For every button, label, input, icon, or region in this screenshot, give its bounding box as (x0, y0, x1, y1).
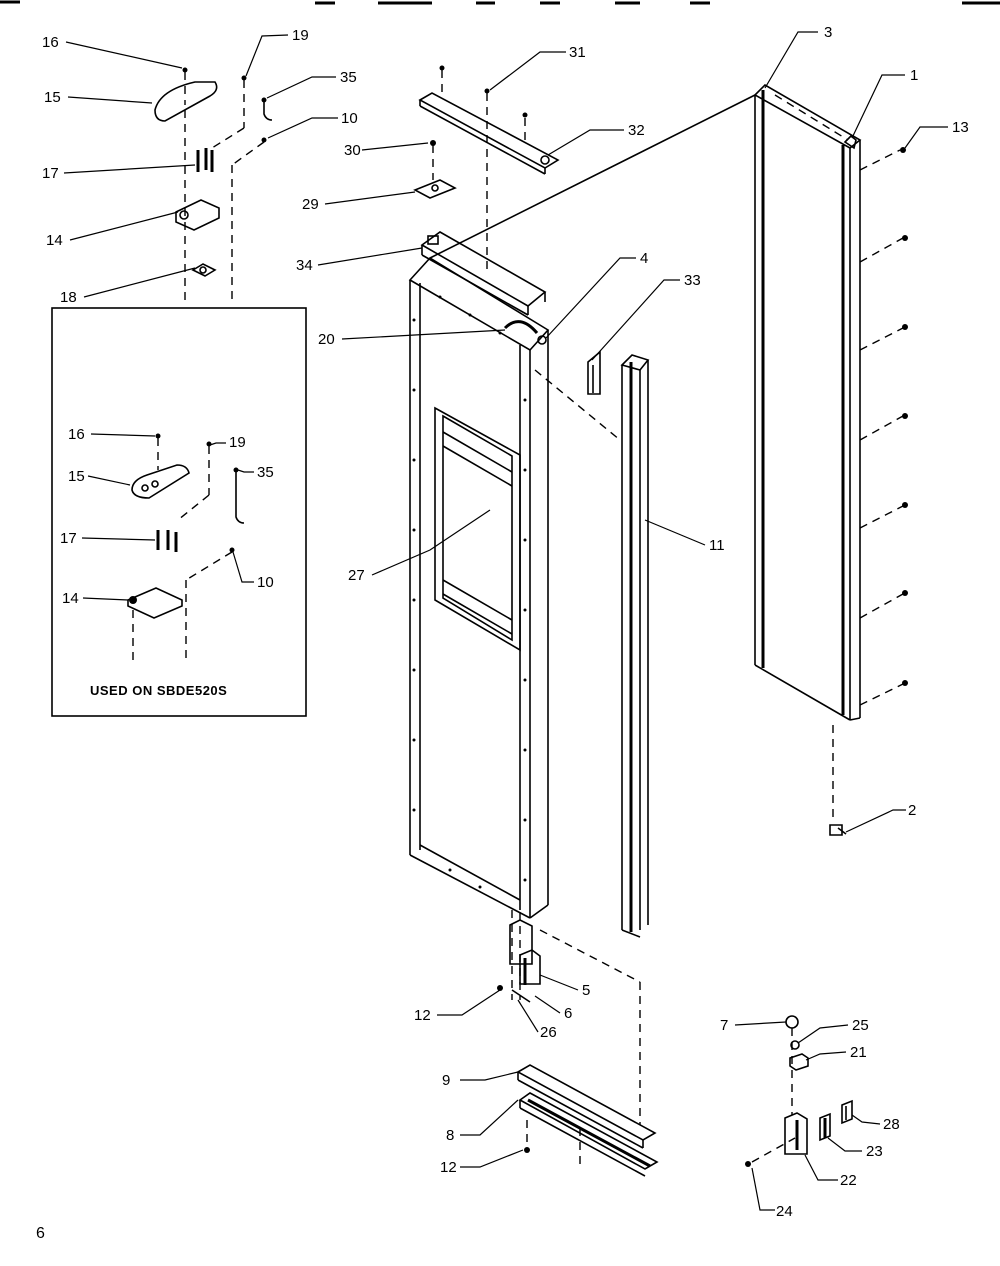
leader-lines (63, 31, 948, 1211)
screw-set-13 (859, 147, 908, 706)
callout-23: 23 (866, 1143, 883, 1160)
callout-8: 8 (446, 1127, 454, 1144)
gasket-strip-11 (620, 354, 650, 938)
inset-callout-19: 19 (229, 434, 246, 451)
top-strip-32 (418, 92, 560, 175)
callout-32: 32 (628, 122, 645, 139)
inner-door-liner (408, 256, 550, 919)
callout-26: 26 (540, 1024, 557, 1041)
callout-22: 22 (840, 1172, 857, 1189)
right-hinge-group (745, 1015, 853, 1167)
callout-17: 17 (42, 165, 59, 182)
callout-3: 3 (824, 24, 832, 41)
callout-11: 11 (709, 537, 725, 554)
callout-labels: 16 15 17 14 18 19 35 10 30 29 34 20 31 3… (42, 24, 969, 1220)
top-edge-marks (0, 0, 1000, 5)
callout-19: 19 (292, 27, 309, 44)
page-number: 6 (36, 1225, 45, 1242)
callout-18: 18 (60, 289, 77, 306)
bottom-cap-8-9 (516, 1064, 659, 1177)
callout-9: 9 (442, 1072, 450, 1089)
callout-30: 30 (344, 142, 361, 159)
callout-20: 20 (318, 331, 335, 348)
callout-2: 2 (908, 802, 916, 819)
inset-callout-15: 15 (68, 468, 85, 485)
callout-14: 14 (46, 232, 63, 249)
door-outer-panel (753, 83, 862, 721)
callout-33: 33 (684, 272, 701, 289)
callout-16: 16 (42, 34, 59, 51)
callout-4: 4 (640, 250, 648, 267)
callout-15: 15 (44, 89, 61, 106)
callout-28: 28 (883, 1116, 900, 1133)
top-left-hinge (154, 67, 273, 300)
callout-6: 6 (564, 1005, 572, 1022)
callout-24: 24 (776, 1203, 793, 1220)
callout-12-lower: 12 (440, 1159, 457, 1176)
callout-21: 21 (850, 1044, 867, 1061)
callout-13: 13 (952, 119, 969, 136)
callout-29: 29 (302, 196, 319, 213)
callout-12-upper: 12 (414, 1007, 431, 1024)
inset-callout-10: 10 (257, 574, 274, 591)
inset-box: USED ON SBDE520S (51, 307, 307, 717)
top-cap-34 (420, 231, 547, 316)
inset-callout-16: 16 (68, 426, 85, 443)
bottom-hinge-assembly (497, 910, 541, 1003)
callout-35: 35 (340, 69, 357, 86)
callout-7: 7 (720, 1017, 728, 1034)
callout-5: 5 (582, 982, 590, 999)
inset-callout-17: 17 (60, 530, 77, 547)
callout-34: 34 (296, 257, 313, 274)
inset-callout-14: 14 (62, 590, 79, 607)
callout-1: 1 (910, 67, 918, 84)
callout-25: 25 (852, 1017, 869, 1034)
callout-27: 27 (348, 567, 365, 584)
inset-caption: USED ON SBDE520S (90, 683, 227, 698)
callout-10: 10 (341, 110, 358, 127)
inset-callout-35: 35 (257, 464, 274, 481)
callout-31: 31 (569, 44, 586, 61)
